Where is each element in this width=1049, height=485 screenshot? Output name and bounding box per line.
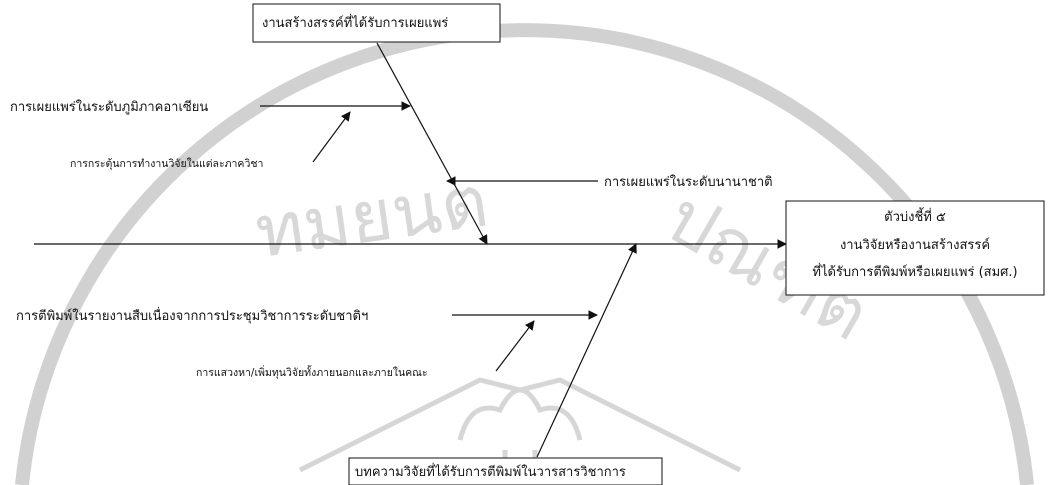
cause-asean-label: การเผยแพร่ในระดับภูมิภาคอาเซียน	[10, 99, 208, 115]
watermark-text-left: ทมยนต	[250, 158, 493, 274]
cause-funding-label: การแสวงหา/เพิ่มทุนวิจัยทั้งภายนอกและภายใ…	[196, 365, 428, 379]
bottom-bone	[536, 243, 637, 458]
stimulate-arrow	[312, 111, 351, 163]
effect-line-2: งานวิจัยหรืองานสร้างสรรค์	[840, 237, 990, 253]
bottom-category-label: บทความวิจัยที่ได้รับการตีพิมพ์ในวารสารวิ…	[355, 463, 626, 480]
effect-box	[785, 200, 1045, 296]
top-category-label: งานสร้างสรรค์ที่ได้รับการเผยแพร่	[262, 14, 448, 31]
bottom-category-box	[348, 457, 663, 485]
cause-international-label: การเผยแพร่ในระดับนานาชาติ	[604, 174, 773, 190]
effect-line-1: ตัวบ่งชี้ที่ ๕	[884, 207, 946, 225]
top-bone	[376, 42, 488, 245]
cause-proceedings-label: การตีพิมพ์ในรายงานสืบเนื่องจากการประชุมว…	[16, 307, 368, 324]
funding-arrow	[495, 320, 535, 372]
effect-line-3: ที่ได้รับการตีพิมพ์หรือเผยแพร่ (สมศ.)	[812, 263, 1017, 280]
cause-stimulate-label: การกระตุ้นการทำงานวิจัยในแต่ละภาควิชา	[70, 157, 263, 170]
top-category-box	[252, 3, 501, 43]
